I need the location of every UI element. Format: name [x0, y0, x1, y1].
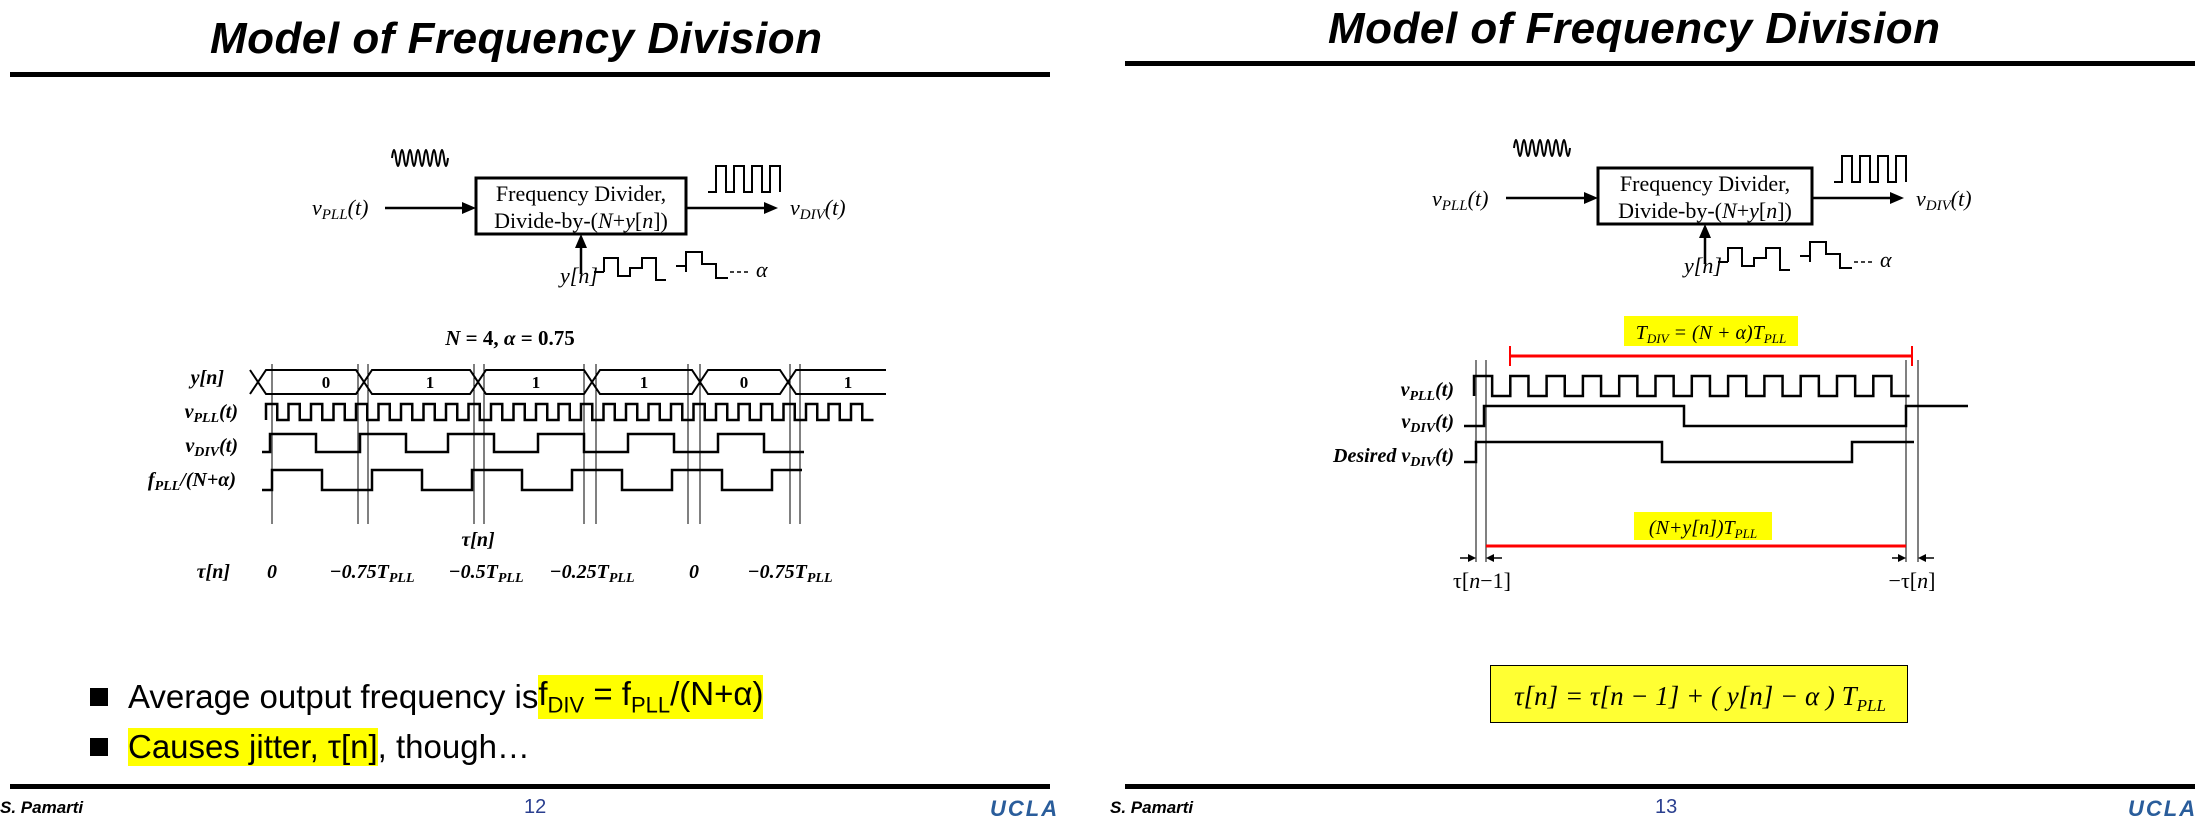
y-value-4: 0 [740, 373, 749, 392]
bullet-list: Average output frequency is fDIV = fPLL/… [90, 672, 764, 772]
y-value-3: 1 [640, 373, 649, 392]
row-label-vdiv: vDIV(t) [185, 435, 238, 460]
arrow-head-icon [1584, 192, 1598, 204]
marker-lines [271, 364, 801, 524]
row-label-desired: Desired vDIV(t) [1332, 445, 1454, 470]
y-value-5: 1 [844, 373, 853, 392]
footer-rule [10, 784, 1050, 789]
output-label: vDIV(t) [790, 195, 846, 223]
row-label-vpll: vPLL(t) [1401, 379, 1454, 404]
control-label: y[n] [1682, 253, 1722, 278]
timing-diagram: N = 4, α = 0.75 y[n] vPLL(t) vDIV(t) fPL… [148, 326, 886, 586]
tdiv-label-highlight [1624, 316, 1798, 346]
input-label: vPLL(t) [1432, 186, 1488, 214]
tau-value-4: 0 [689, 561, 699, 583]
block-line-1: Frequency Divider, [1620, 171, 1790, 196]
params-label: N = 4, α = 0.75 [444, 326, 574, 350]
sine-wave-icon [391, 149, 449, 167]
tau-value-5: −0.75TPLL [748, 561, 833, 586]
author: S. Pamarti [1110, 798, 1194, 817]
output-label: vDIV(t) [1916, 186, 1972, 214]
sine-wave-icon [1513, 139, 1571, 157]
slide-13: Model of Frequency Division vPLL(t) Freq… [1110, 0, 2210, 837]
arrow-head-icon [1699, 224, 1711, 238]
arrow-head-icon [1468, 554, 1476, 562]
y-value-1: 1 [426, 373, 435, 392]
slide-12: Model of Frequency Division vPLL(t) Freq… [0, 0, 1073, 837]
page-number: 13 [1655, 796, 1678, 818]
row-label-fref: fPLL/(N+α) [148, 469, 236, 494]
tau-neg-label: −τ[n] [1889, 568, 1936, 593]
random-sequence-icon [1718, 241, 1852, 271]
bullet-item: Average output frequency is fDIV = fPLL/… [90, 672, 764, 722]
reference-waveform [262, 468, 802, 492]
tau-value-3: −0.25TPLL [550, 561, 635, 586]
arrow-head-icon [1486, 554, 1494, 562]
slide-title: Model of Frequency Division [210, 14, 823, 63]
desired-vdiv-waveform [1464, 440, 1914, 464]
tau-value-2: −0.5TPLL [449, 561, 524, 586]
author: S. Pamarti [0, 798, 84, 817]
jitter-equation: τ[n] = τ[n − 1] + ( y[n] − α ) TPLL [1514, 681, 1886, 715]
tau-prev-label: τ[n−1] [1453, 568, 1511, 593]
block-line-2: Divide-by-(N+y[n]) [1618, 198, 1792, 223]
square-wave-icon [708, 165, 781, 193]
block-line-1: Frequency Divider, [496, 181, 666, 206]
tau-caption: τ[n] [461, 529, 495, 551]
ucla-logo: UCLA [2128, 796, 2198, 821]
arrow-head-icon [1890, 192, 1904, 204]
arrow-head-icon [575, 234, 587, 248]
jitter-equation-box: τ[n] = τ[n − 1] + ( y[n] − α ) TPLL [1490, 665, 1908, 723]
arrow-head-icon [462, 202, 476, 214]
page-number: 12 [524, 796, 547, 818]
bullet-text: , though… [377, 728, 530, 765]
title-rule [10, 72, 1050, 77]
bus-row [249, 369, 886, 395]
bullet-square-icon [90, 688, 108, 706]
tau-row-label: τ[n] [197, 561, 231, 583]
divider-block-diagram: vPLL(t) Frequency Divider, Divide-by-(N+… [312, 149, 846, 288]
control-label: y[n] [558, 263, 598, 288]
period-label-highlight [1634, 512, 1772, 540]
arrow-head-icon [1918, 554, 1926, 562]
block-line-2: Divide-by-(N+y[n]) [494, 208, 668, 233]
footer-rule [1125, 784, 2195, 789]
y-value-2: 1 [532, 373, 541, 392]
y-value-0: 0 [322, 373, 331, 392]
timing-diagram: TDIV = (N + α)TPLL vPLL(t) vDIV(t) Desir… [1332, 316, 1968, 593]
square-wave-icon [1834, 155, 1907, 183]
divider-block [1596, 166, 1814, 226]
marker-lines [1475, 360, 1919, 562]
highlighted-text: Causes jitter, τ[n] [128, 728, 378, 766]
alpha-label: α [756, 257, 768, 282]
alpha-label: α [1880, 247, 1892, 272]
slide-title: Model of Frequency Division [1328, 4, 1941, 53]
bullet-square-icon [90, 738, 108, 756]
ucla-logo: UCLA [990, 796, 1060, 821]
arrow-head-icon [764, 202, 778, 214]
tau-value-0: 0 [267, 561, 277, 583]
divider-block-diagram: vPLL(t) Frequency Divider, Divide-by-(N+… [1432, 139, 1972, 278]
title-rule [1125, 61, 2195, 66]
bullet-item: Causes jitter, τ[n] , though… [90, 722, 763, 772]
bullet-text: Average output frequency is [128, 678, 539, 715]
arrow-head-icon [1898, 554, 1906, 562]
equation-text: τ[n] = τ[n − 1] + ( y[n] − α ) TPLL [1514, 681, 1886, 715]
input-label: vPLL(t) [312, 195, 368, 223]
tau-value-1: −0.75TPLL [330, 561, 415, 586]
vdiv-waveform [262, 432, 804, 454]
pll-clock-waveform [264, 402, 874, 422]
highlighted-formula: fDIV = fPLL/(N+α) [538, 675, 764, 719]
row-label-vdiv: vDIV(t) [1401, 411, 1454, 436]
pll-clock-waveform [1472, 374, 1910, 398]
random-sequence-icon [594, 251, 728, 281]
vdiv-waveform [1464, 404, 1968, 428]
row-label-y: y[n] [189, 367, 225, 389]
row-label-vpll: vPLL(t) [185, 401, 238, 426]
